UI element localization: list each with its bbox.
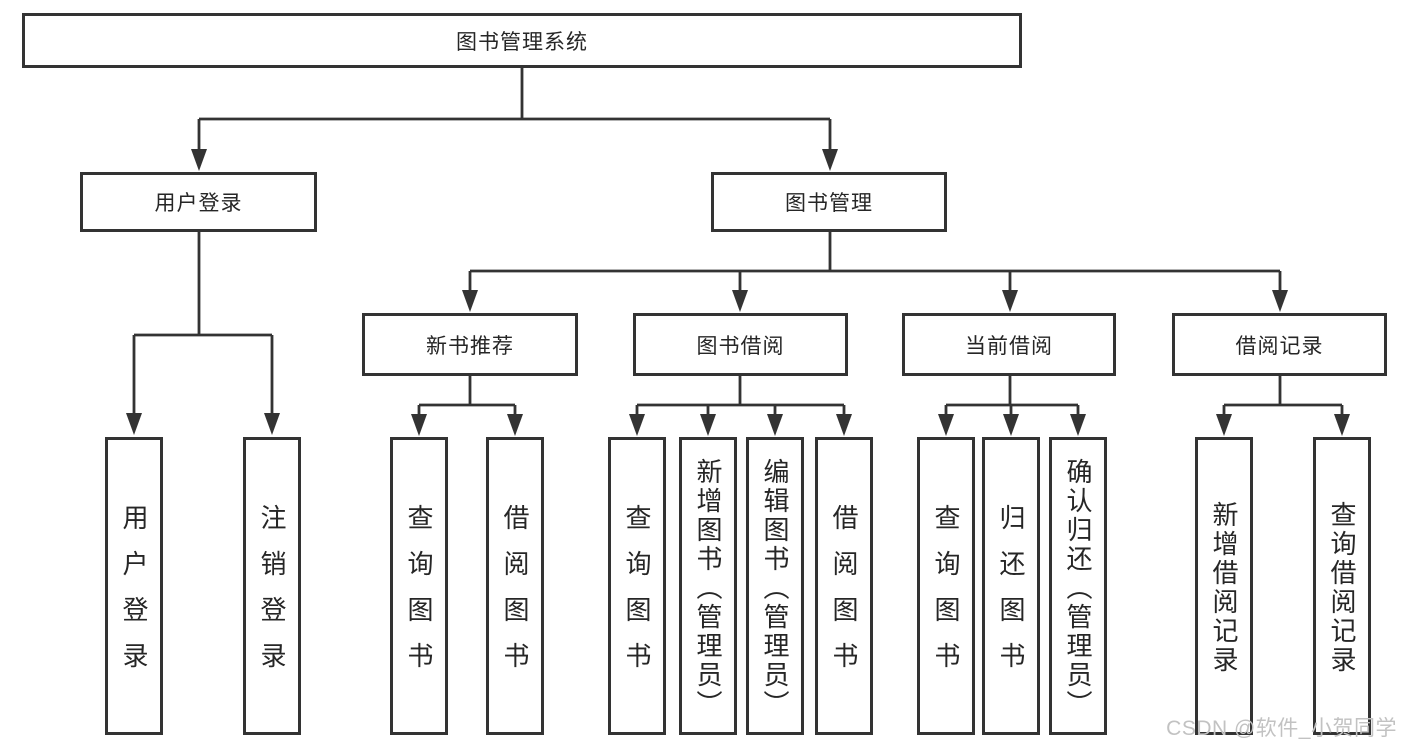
leaf-record-add-borrow-record: 新增借阅记录	[1195, 437, 1253, 735]
leaf-borrow-borrow-books: 借阅图书	[815, 437, 873, 735]
leaf-label: 借阅图书	[500, 504, 530, 688]
arrowhead	[462, 290, 478, 312]
leaf-user-login: 用户登录	[105, 437, 163, 735]
leaf-label: 查询图书	[404, 504, 434, 688]
leaf-recommend-borrow-books: 借阅图书	[486, 437, 544, 735]
leaf-label: 编辑图书（管理员）	[760, 457, 790, 719]
leaf-current-query-books: 查询图书	[917, 437, 975, 735]
leaf-label: 查询借阅记录	[1327, 501, 1357, 675]
arrowhead	[1216, 414, 1232, 436]
arrowhead	[1003, 414, 1019, 436]
arrowhead	[264, 413, 280, 435]
arrowhead	[411, 414, 427, 436]
leaf-label: 用户登录	[119, 504, 149, 688]
leaf-label: 归还图书	[996, 504, 1026, 688]
arrowhead	[938, 414, 954, 436]
leaf-label: 注销登录	[257, 504, 287, 688]
arrowhead	[700, 414, 716, 436]
arrowhead	[1272, 290, 1288, 312]
arrowhead	[191, 149, 207, 171]
leaf-label: 查询图书	[622, 504, 652, 688]
arrowhead	[732, 290, 748, 312]
node-new-book-recommend: 新书推荐	[362, 313, 578, 376]
arrowhead	[1070, 414, 1086, 436]
leaf-borrow-query-books: 查询图书	[608, 437, 666, 735]
arrowhead	[1002, 290, 1018, 312]
node-current-borrowing: 当前借阅	[902, 313, 1116, 376]
leaf-record-query-borrow-record: 查询借阅记录	[1313, 437, 1371, 735]
arrowhead	[767, 414, 783, 436]
leaf-label: 借阅图书	[829, 504, 859, 688]
leaf-borrow-add-books-admin: 新增图书（管理员）	[679, 437, 737, 735]
leaf-label: 新增借阅记录	[1209, 501, 1239, 675]
node-book-borrowing: 图书借阅	[633, 313, 848, 376]
leaf-logout-login: 注销登录	[243, 437, 301, 735]
leaf-label: 查询图书	[931, 504, 961, 688]
node-user-login: 用户登录	[80, 172, 317, 232]
arrowhead	[629, 414, 645, 436]
leaf-current-return-books: 归还图书	[982, 437, 1040, 735]
arrowhead	[1334, 414, 1350, 436]
leaf-label: 新增图书（管理员）	[693, 457, 723, 719]
leaf-current-confirm-return-admin: 确认归还（管理员）	[1049, 437, 1107, 735]
arrowhead	[507, 414, 523, 436]
leaf-borrow-edit-books-admin: 编辑图书（管理员）	[746, 437, 804, 735]
arrowhead	[836, 414, 852, 436]
arrowhead	[822, 149, 838, 171]
arrowhead	[126, 413, 142, 435]
node-borrowing-records: 借阅记录	[1172, 313, 1387, 376]
node-root-library-management-system: 图书管理系统	[22, 13, 1022, 68]
node-book-management: 图书管理	[711, 172, 947, 232]
leaf-recommend-query-books: 查询图书	[390, 437, 448, 735]
leaf-label: 确认归还（管理员）	[1063, 457, 1093, 719]
csdn-watermark: CSDN @软件_小贺同学	[1166, 717, 1397, 740]
